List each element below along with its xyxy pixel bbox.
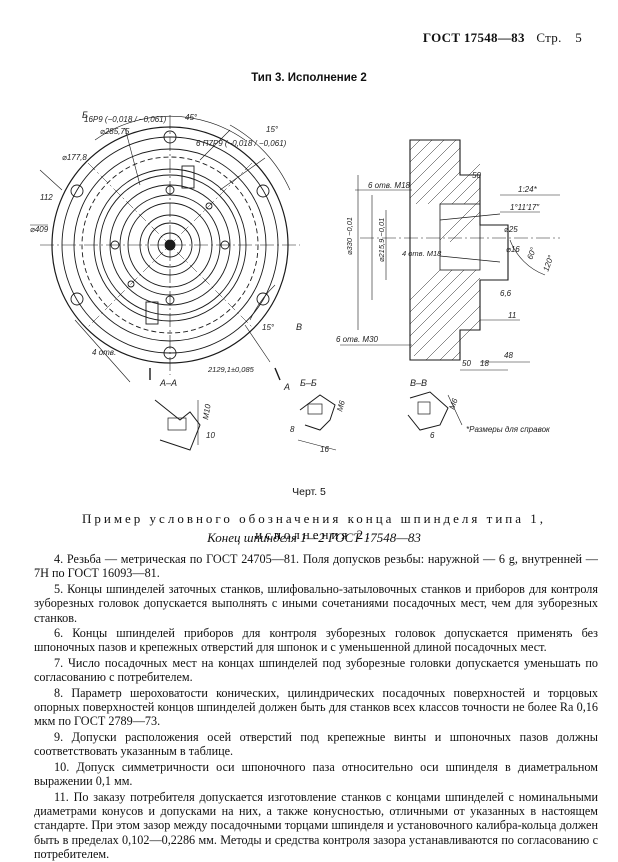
label-8: 8: [290, 425, 295, 434]
page-number: 5: [575, 30, 582, 45]
figure-title: Тип 3. Исполнение 2: [251, 72, 367, 84]
designation-example: Конец шпинделя 1—2 ГОСТ 17548—83: [207, 530, 421, 545]
label-m10: М10: [201, 403, 213, 420]
label-angle-taper: 1°11′17″: [510, 203, 540, 212]
body-text: 4. Резьба — метрическая по ГОСТ 24705—81…: [34, 552, 598, 862]
label-diam-409: ⌀409: [30, 225, 49, 234]
reference-note: *Размеры для справок: [466, 425, 551, 434]
label-2129: 2129,1±0,085: [207, 365, 255, 374]
marker-a: А: [283, 382, 290, 392]
label-diam-285: ⌀285,75: [100, 127, 130, 136]
label-diam-25: ⌀25: [504, 225, 518, 234]
label-angle-45: 45°: [185, 113, 198, 122]
label-diam-177: ⌀177,8: [62, 153, 87, 162]
paragraph-6: 6. Концы шпинделей приборов для контроля…: [34, 626, 598, 655]
label-6-holes-m30: 6 отв. М30: [336, 335, 379, 344]
example-heading: Пример условного обозначения конца шпинд…: [81, 511, 547, 542]
paragraph-10: 10. Допуск симметричности оси шпоночного…: [34, 759, 598, 789]
section-details: [154, 391, 463, 451]
paragraph-8: 8. Параметр шероховатости конических, ци…: [34, 685, 598, 729]
marker-b: Б: [82, 110, 88, 120]
label-diam-330: ⌀330 −0,01: [345, 217, 354, 255]
paragraph-9: 9. Допуски расположения осей отверстий п…: [34, 729, 598, 759]
marker-v: В: [296, 322, 302, 332]
label-angle-120: 120°: [541, 253, 555, 272]
label-18: 18: [480, 359, 489, 368]
drawing-labels: 16Р9 (−0,018 / −0,061) ⌀285,75 ⌀177,8 6 …: [30, 110, 556, 454]
label-16: 16: [320, 445, 329, 454]
side-section-view: [340, 139, 560, 371]
label-4-holes-m18: 4 отв. М18: [402, 249, 442, 258]
label-10: 10: [206, 431, 215, 440]
label-48: 48: [504, 351, 513, 360]
label-6-6: 6,6: [500, 289, 512, 298]
label-50-bottom: 50: [462, 359, 471, 368]
section-label-b: Б–Б: [300, 378, 317, 388]
label-angle-15-bottom: 15°: [262, 323, 275, 332]
label-m6-v: М6: [447, 397, 459, 411]
label-diam-215: ⌀215,9 −0,01: [377, 218, 386, 262]
label-keyway-top: 16Р9 (−0,018 / −0,061): [84, 115, 167, 124]
paragraph-7: 7. Число посадочных мест на концах шпинд…: [34, 655, 598, 685]
label-6-holes-m18: 6 отв. М18: [368, 181, 411, 190]
label-diam-16: ⌀16: [506, 245, 520, 254]
standard-number: ГОСТ 17548—83: [422, 30, 525, 45]
label-keyway-side: 6 П7Р9 (−0,018 / −0,061): [196, 139, 287, 148]
label-angle-15-top: 15°: [266, 125, 279, 134]
paragraph-11: 11. По заказу потребителя допускается из…: [34, 789, 598, 862]
label-m6-b: М6: [335, 399, 347, 413]
label-11: 11: [508, 311, 516, 320]
paragraph-5: 5. Концы шпинделей заточных станков, шли…: [34, 581, 598, 625]
label-4-holes: 4 отв.: [92, 348, 116, 357]
page-header: ГОСТ 17548—83 Стр. 5: [423, 30, 582, 46]
figure-caption: Черт. 5: [292, 486, 326, 498]
label-50-top: 50: [472, 171, 481, 180]
label-112: 112: [40, 193, 53, 202]
front-view: [30, 115, 300, 383]
section-label-a: А–А: [159, 378, 177, 388]
paragraph-4: 4. Резьба — метрическая по ГОСТ 24705—81…: [34, 552, 598, 581]
label-6: 6: [430, 431, 435, 440]
label-taper: 1:24*: [518, 185, 538, 194]
section-label-v: В–В: [410, 378, 427, 388]
label-angle-60: 60°: [525, 245, 538, 260]
page-label: Стр.: [536, 30, 562, 45]
